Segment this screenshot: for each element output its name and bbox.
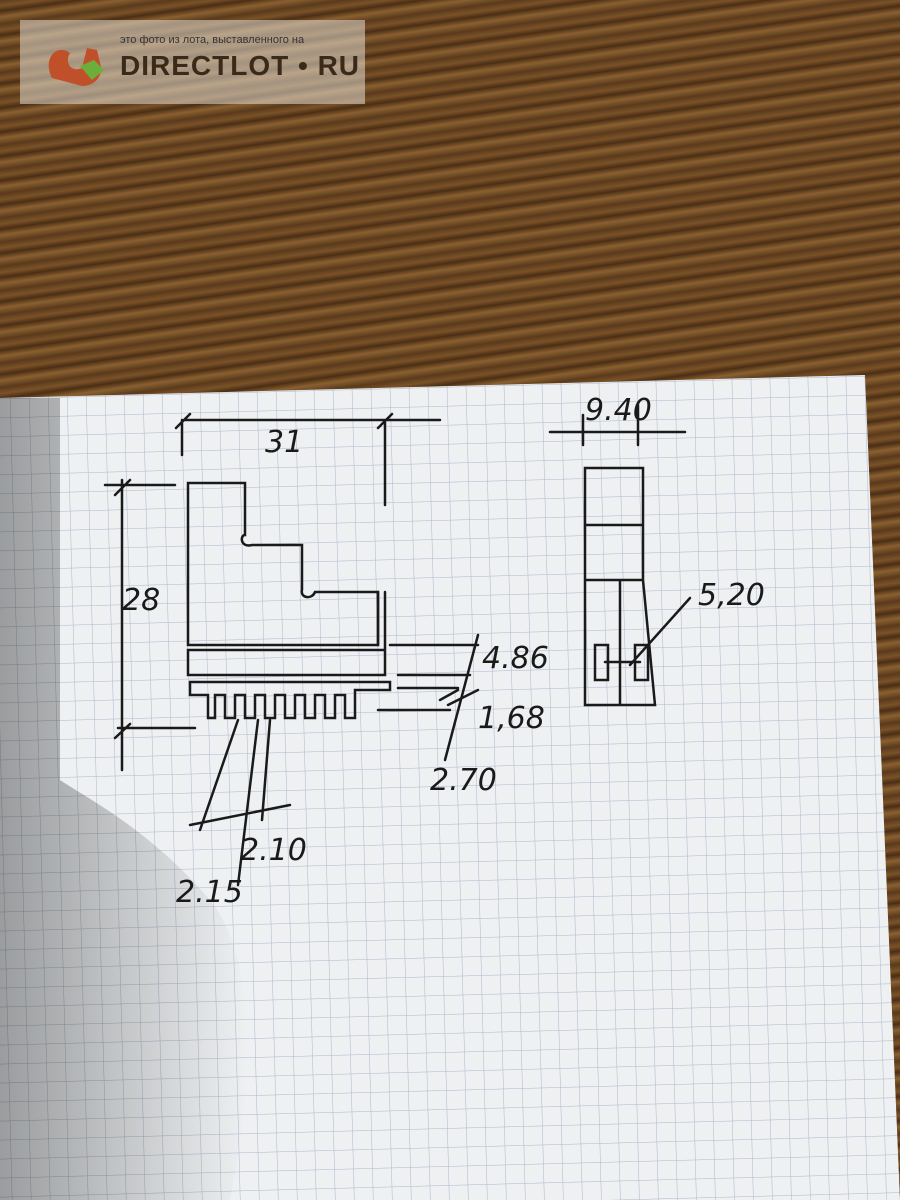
dim-4-86: 4.86	[482, 641, 549, 676]
dim-2-10: 2.10	[240, 833, 307, 868]
profile-drawing	[103, 403, 692, 887]
dim-height-28: 28	[122, 583, 160, 618]
squirrel-logo-icon	[48, 48, 104, 86]
watermark-brand: DIRECTLOT • RU	[120, 50, 361, 81]
dim-2-70: 2.70	[430, 763, 497, 798]
watermark-caption: это фото из лота, выставленного на	[120, 34, 305, 46]
dimension-labels: 31 28 4.86 1,68 2.70 2.15 2.10 9.40 5,20	[122, 393, 765, 910]
watermark: это фото из лота, выставленного на DIREC…	[20, 20, 365, 104]
dim-width-31: 31	[265, 425, 303, 460]
graph-paper	[0, 375, 900, 1200]
dim-2-15: 2.15	[176, 875, 243, 910]
dim-side-5-20: 5,20	[698, 578, 765, 613]
dim-side-9-40: 9.40	[585, 393, 652, 428]
dim-1-68: 1,68	[478, 701, 545, 736]
